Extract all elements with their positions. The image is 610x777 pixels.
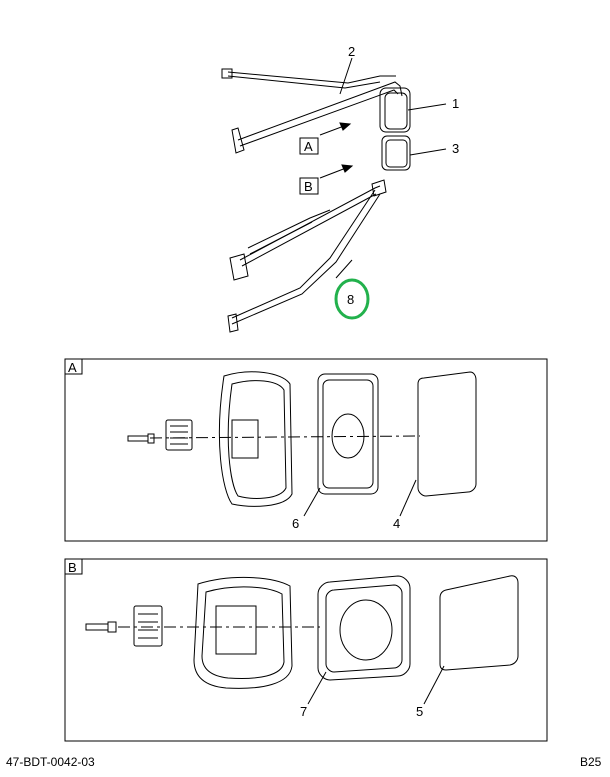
leader-lines-view-a (303, 479, 417, 517)
view-b-ref-box (299, 177, 319, 195)
view-a-tab (64, 358, 83, 375)
view-a-ref-box (299, 137, 319, 155)
leader-lines-view-b (307, 665, 445, 705)
callout-4: 4 (393, 516, 400, 531)
view-a-ref-label: A (304, 139, 313, 154)
view-b-panel (64, 558, 548, 742)
view-a-arrow (319, 122, 352, 136)
view-b-mirror-glass-5 (439, 575, 519, 671)
callout-2: 2 (348, 44, 355, 59)
page-code: B25 (580, 755, 602, 769)
view-b-housing (193, 577, 293, 689)
view-a-tab-label: A (68, 360, 77, 375)
lower-mirror-arms (227, 179, 387, 333)
view-b-tab-label: B (68, 560, 77, 575)
view-a-housing (218, 371, 293, 507)
view-b-clip (133, 605, 163, 647)
callout-8-highlight (334, 278, 370, 320)
upper-mirror-head-1 (379, 87, 411, 133)
view-b-screw (85, 621, 117, 633)
callout-6: 6 (292, 516, 299, 531)
view-b-backing-plate-7 (317, 575, 411, 681)
view-b-tab (64, 558, 83, 575)
leader-lines-top (335, 57, 447, 279)
view-b-arrow (319, 164, 354, 179)
callout-7: 7 (300, 704, 307, 719)
document-code: 47-BDT-0042-03 (6, 755, 95, 769)
callout-3: 3 (452, 141, 459, 156)
view-a-mirror-glass-4 (417, 371, 477, 497)
view-a-panel (64, 358, 548, 542)
callout-5: 5 (416, 704, 423, 719)
callout-1: 1 (452, 96, 459, 111)
view-a-screw (127, 433, 155, 444)
view-b-ref-label: B (304, 179, 313, 194)
lower-mirror-head-3 (381, 135, 411, 171)
view-a-clip (165, 419, 193, 451)
view-a-centerline (149, 435, 421, 439)
view-a-backing-plate-6 (317, 373, 379, 495)
callout-8: 8 (347, 292, 354, 307)
